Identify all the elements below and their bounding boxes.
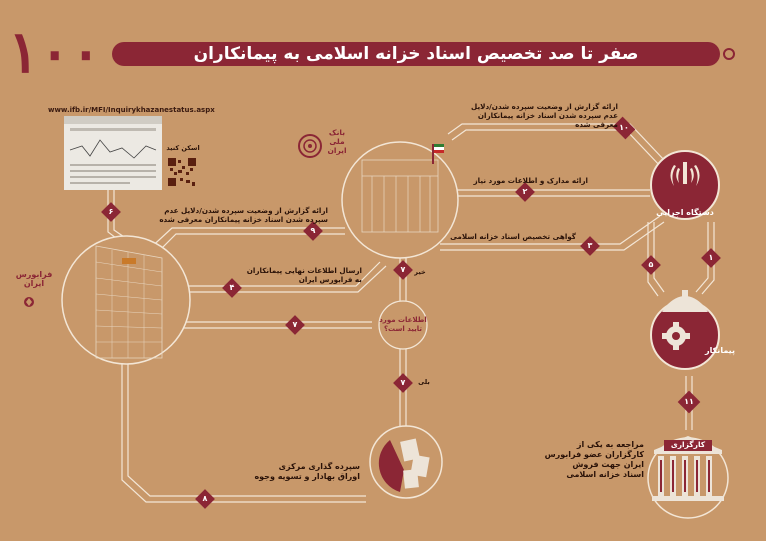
step-badge [195,489,215,509]
qr-code-icon [167,157,197,187]
step-num: ۶ [108,207,114,216]
step-num: ۷ [292,320,298,329]
step-badge [612,116,636,140]
step-num: ۵ [648,260,654,269]
decision-yes: بلی [418,378,430,386]
iran-emblem-icon [670,162,700,186]
hard-hat-icon [662,290,708,312]
broker-node [647,436,729,519]
step-3-label: گواهی تخصیص اسناد خزانه اسلامی [450,232,576,241]
step-num: ۱۰ [619,123,629,132]
logo-100: ۱۰۰ [8,18,105,86]
step-badge [285,315,305,335]
gov-agency-label: دستگاه اجرایی [656,208,714,217]
title-end-dot [723,48,735,60]
website-url[interactable]: www.ifb.ir/MFI/Inquirykhazanestatus.aspx [48,106,215,114]
decision-node [378,300,428,350]
step-num: ۹ [310,226,316,235]
step-4-label: ارسال اطلاعات نهایی پیمانکاران به فرابور… [246,266,362,284]
step-num: ۱۱ [684,397,694,406]
bank-building-node [341,141,459,259]
contractor-node [650,290,720,370]
gear-icon [662,322,690,350]
step-num: ۸ [202,494,208,503]
step-badge [303,221,323,241]
step-num: ۷ [400,265,406,274]
step-9-label: ارائه گزارش از وضعیت سپرده شدن/دلایل عدم… [159,206,328,224]
farabourse-building-node [61,235,191,365]
step-badge [393,260,413,280]
farabourse-logo-icon [24,297,34,307]
bank-logo-icon [298,134,322,158]
broker-label: کارگزاری [670,440,706,449]
step-num: ۷ [400,378,406,387]
website-screenshot [64,116,162,190]
contractor-label: پیمانکار [705,346,735,355]
step-10-label: ارائه گزارش از وضعیت سپرده شدن/دلایل عدم… [471,102,618,129]
depository-node [369,425,443,499]
scan-label: اسکن کنید [166,144,200,152]
step-badge [222,278,242,298]
step-num: ۱ [708,253,714,262]
step-2-label: ارائه مدارک و اطلاعات مورد نیاز [473,176,588,185]
gov-agency-node [650,150,720,220]
step-num: ۴ [229,283,235,292]
step-num: ۳ [587,241,593,250]
page-title: صفر تا صد تخصیص اسناد خزانه اسلامی به پی… [112,42,720,66]
step-badge [393,373,413,393]
decision-no: خیر [414,268,426,276]
step-num: ۲ [522,187,528,196]
connectors [107,123,715,503]
